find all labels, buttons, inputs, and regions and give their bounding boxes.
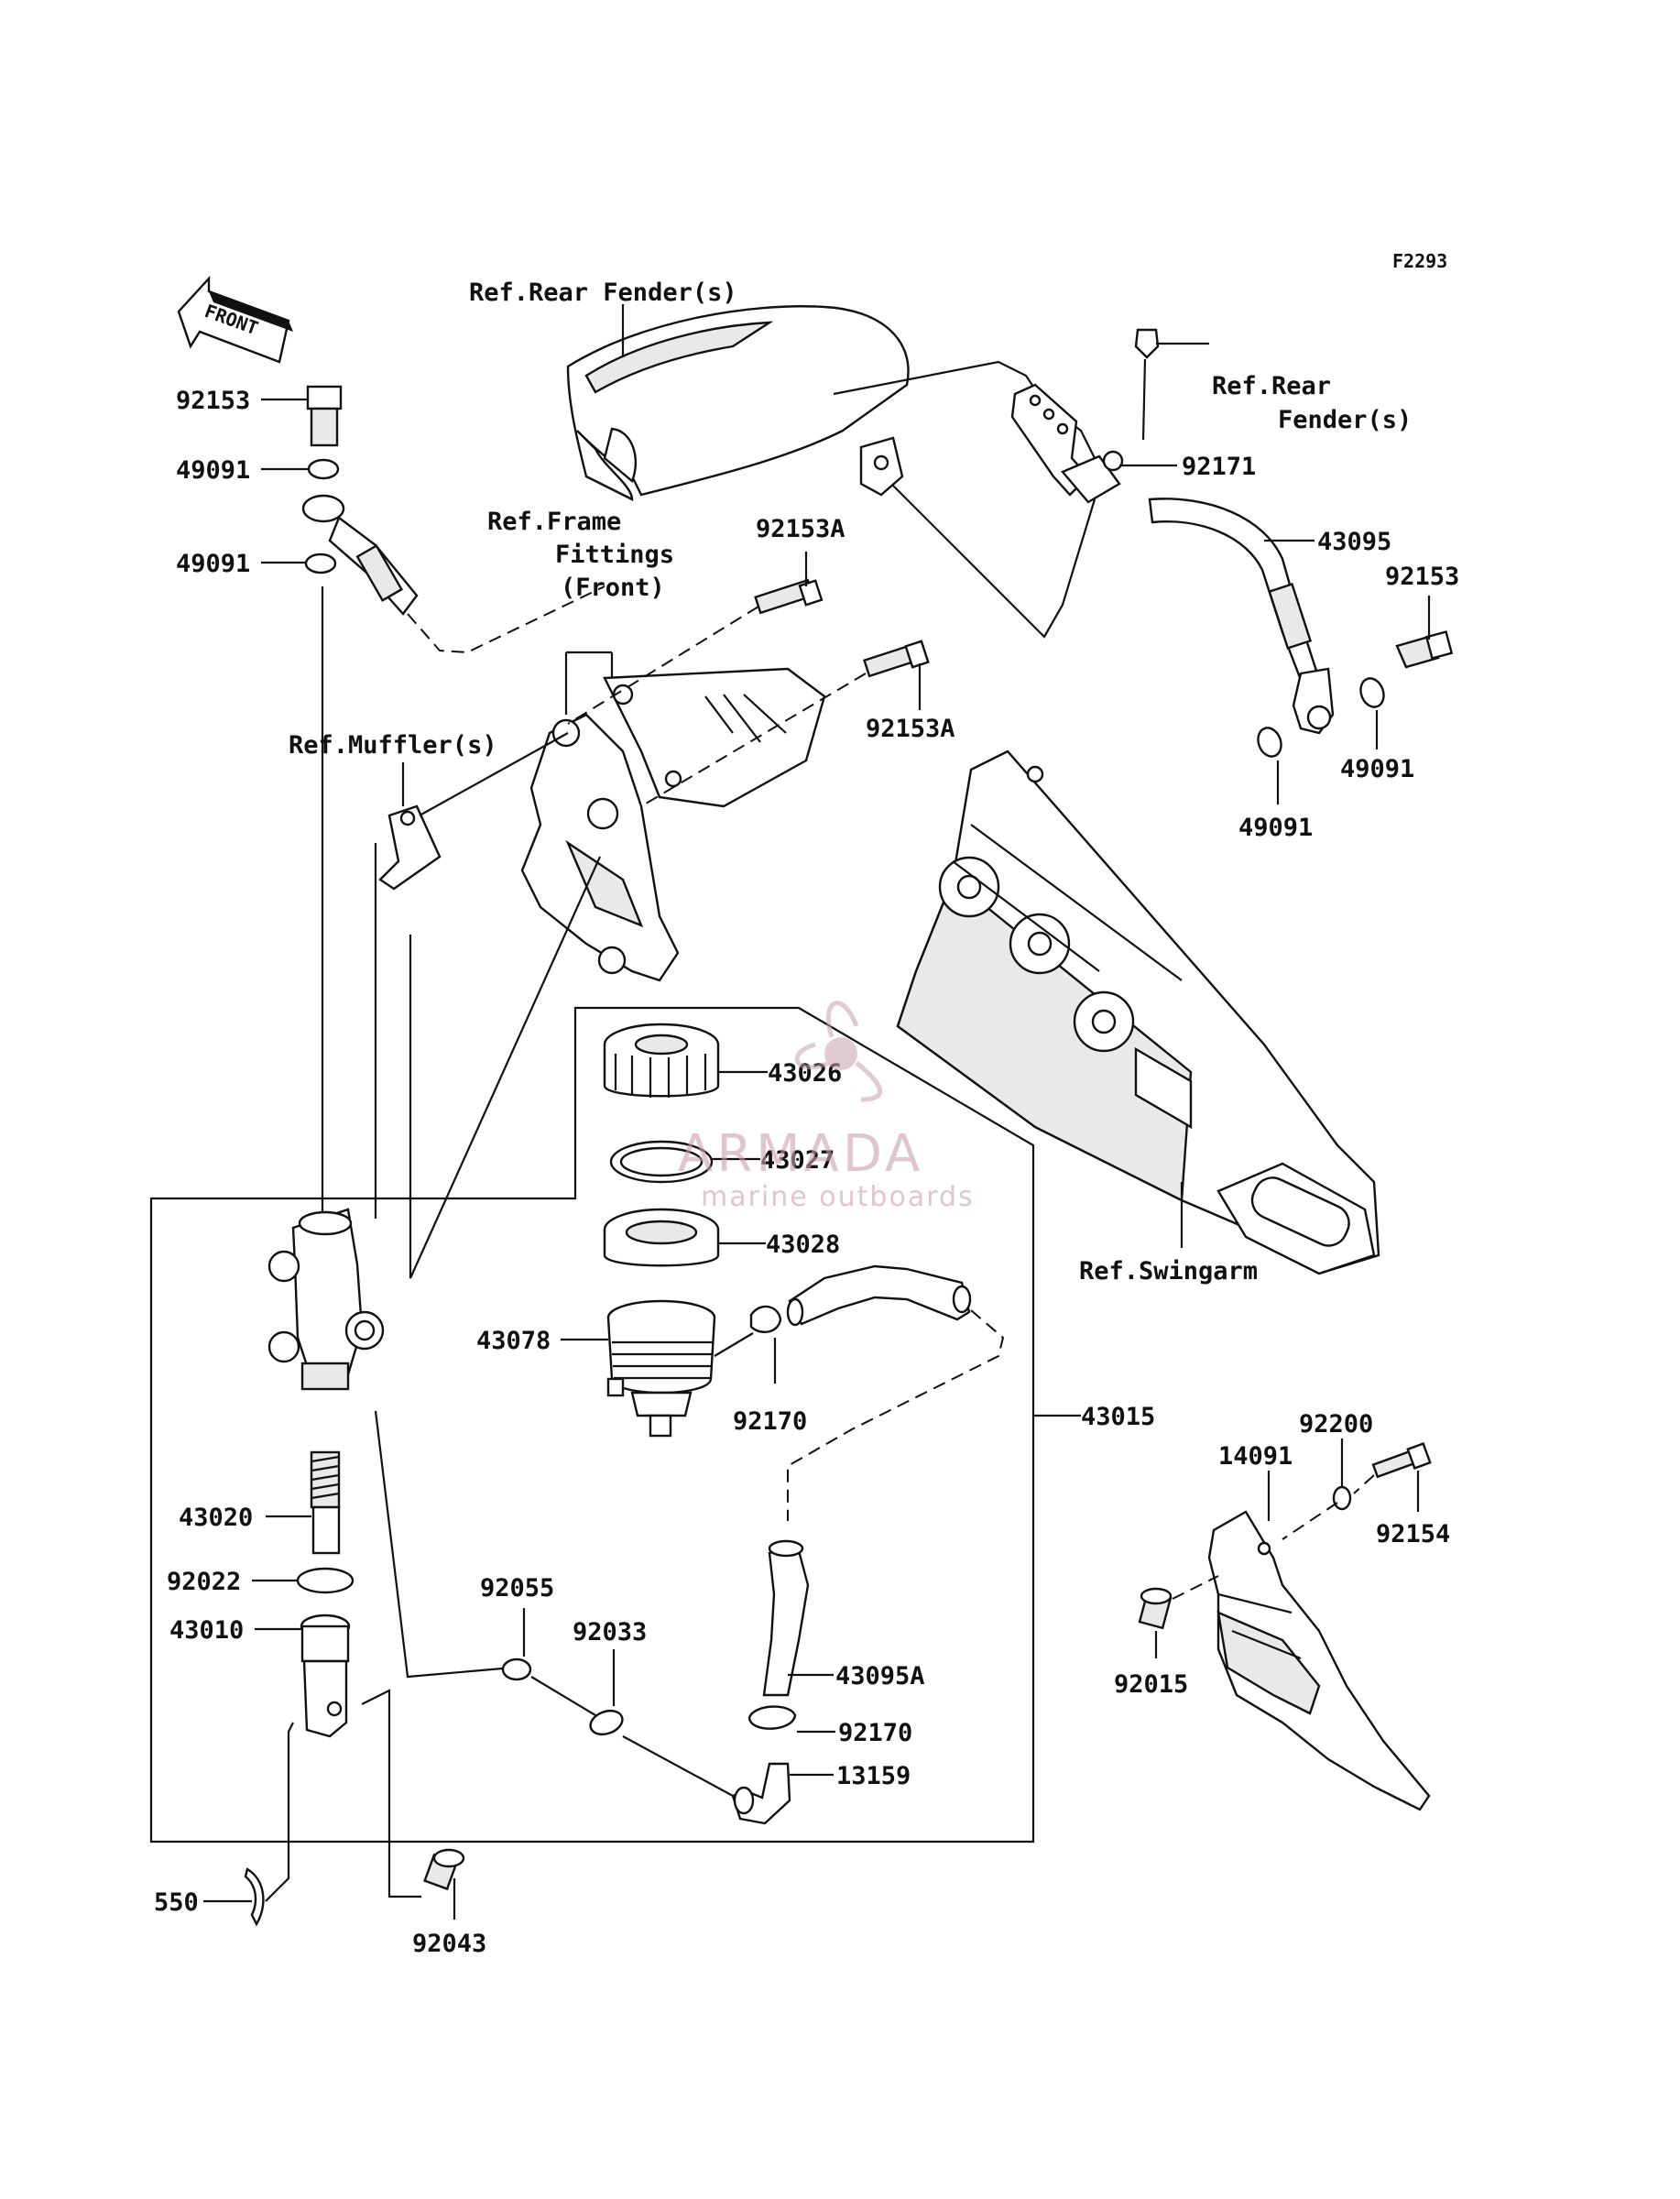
washer-49091-a-icon (307, 458, 340, 480)
part-43095: 43095 (1317, 528, 1391, 556)
part-92153-top: 92153 (176, 387, 250, 415)
banjo-hose-top (301, 494, 419, 616)
part-43095A: 43095A (835, 1662, 925, 1690)
hose-upper-icon (788, 1264, 971, 1326)
part-49091-c: 49091 (1340, 755, 1414, 783)
ref-frame-fittings-line1: Ref.Frame (487, 508, 621, 536)
reservoir-group-box (149, 1006, 1035, 1843)
part-49091-b: 49091 (176, 550, 250, 578)
washer-49091-c-icon (1359, 677, 1385, 708)
clamp-92170-b-icon (747, 1705, 797, 1730)
part-92171: 92171 (1182, 453, 1256, 481)
push-rod-43010 (300, 1614, 351, 1738)
part-92200: 92200 (1299, 1410, 1373, 1439)
part-13159: 13159 (836, 1762, 911, 1790)
master-cylinder-drawing (267, 1208, 385, 1391)
circlip-92022-icon (296, 1567, 355, 1594)
clamp-92170-a-icon (749, 1305, 782, 1334)
part-49091-a: 49091 (176, 456, 250, 485)
part-92153A-a: 92153A (756, 515, 845, 543)
part-49091-d: 49091 (1238, 814, 1313, 842)
part-92022: 92022 (167, 1568, 241, 1596)
piston-43020 (310, 1450, 341, 1555)
cotter-pin-550-icon (244, 1867, 265, 1927)
diaphragm-43028 (603, 1208, 720, 1267)
hose-43095A-icon (762, 1542, 810, 1697)
washer-49091-d-icon (1257, 727, 1282, 758)
bolt-92153A-b (863, 640, 930, 678)
ref-rear-fender-right-line2: Fender(s) (1278, 406, 1412, 434)
front-arrow-icon: FRONT (177, 275, 293, 364)
o-ring-92055-icon (501, 1657, 532, 1681)
armada-logo-watermark (794, 1001, 883, 1102)
part-550: 550 (154, 1888, 199, 1917)
watermark-brand: ARMADA (678, 1124, 923, 1184)
part-43010: 43010 (169, 1616, 244, 1645)
bolt-92153A-a (754, 578, 824, 615)
part-92170-a: 92170 (733, 1407, 807, 1436)
part-92033: 92033 (573, 1618, 647, 1647)
frame-bracket-drawing (520, 667, 826, 982)
watermark-tagline: marine outboards (701, 1181, 975, 1213)
part-14091: 14091 (1218, 1442, 1293, 1471)
figure-code: F2293 (1392, 250, 1447, 272)
washer-92200-icon (1332, 1485, 1352, 1511)
ref-rear-fender-top-label: Ref.Rear Fender(s) (469, 279, 737, 307)
brake-hose-43095 (1148, 498, 1335, 735)
part-43020: 43020 (179, 1504, 253, 1532)
swingarm-drawing (896, 749, 1380, 1275)
part-92154: 92154 (1376, 1520, 1450, 1548)
circlip-92033-icon (589, 1709, 624, 1736)
ref-swingarm-label: Ref.Swingarm (1079, 1257, 1258, 1285)
ref-muffler-label: Ref.Muffler(s) (289, 731, 497, 760)
part-92153A-b: 92153A (866, 715, 955, 743)
reservoir-43078 (606, 1299, 716, 1438)
part-92015: 92015 (1114, 1670, 1188, 1699)
part-92170-b: 92170 (838, 1719, 912, 1747)
part-43078: 43078 (476, 1327, 551, 1355)
rear-fender-drawing (566, 305, 910, 501)
reservoir-cap-43026 (603, 1023, 720, 1098)
part-92043: 92043 (412, 1930, 486, 1958)
ref-frame-fittings-line2: Fittings (555, 541, 674, 569)
part-43015: 43015 (1081, 1403, 1155, 1431)
bolt-92154 (1371, 1442, 1432, 1479)
ref-frame-fittings-line3: (Front) (561, 574, 665, 602)
collar-92015 (1138, 1587, 1173, 1630)
part-92055: 92055 (480, 1574, 554, 1603)
pin-92043 (423, 1848, 465, 1891)
part-92153-right: 92153 (1385, 563, 1459, 591)
part-43027: 43027 (760, 1146, 835, 1175)
washer-49091-b-icon (304, 552, 337, 574)
bolt-92153-top (306, 385, 343, 447)
ref-rear-fender-right-line1: Ref.Rear (1212, 372, 1331, 400)
heel-guard-14091 (1207, 1510, 1431, 1811)
bolt-92153-right (1395, 630, 1454, 669)
part-43028: 43028 (766, 1231, 840, 1259)
